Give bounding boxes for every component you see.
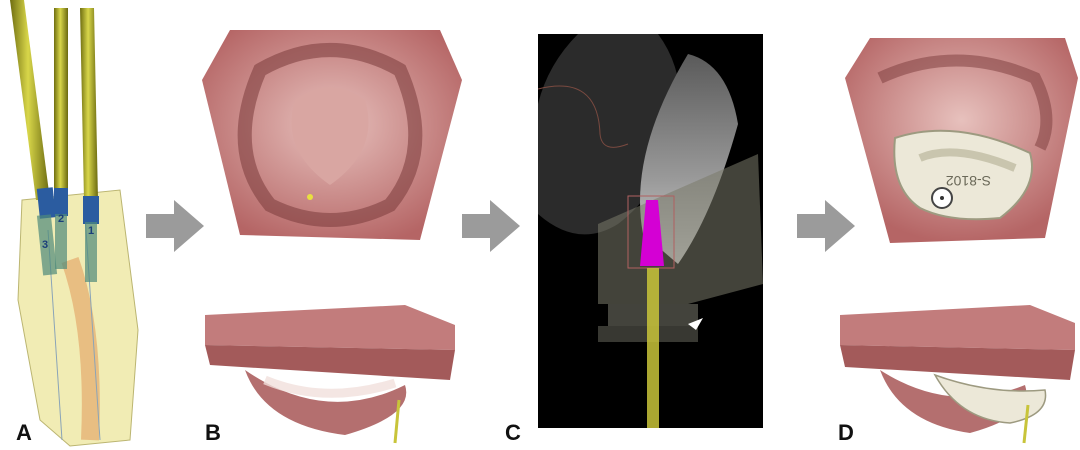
arrow-right-icon <box>146 200 204 257</box>
arrow-right-icon <box>462 200 520 257</box>
panel-b-cast-side <box>205 305 460 445</box>
panel-b-cast-occlusal <box>200 30 465 245</box>
guide-engraving-label: S-8102 <box>946 173 991 189</box>
panel-c-ct-section <box>538 34 763 428</box>
panel-label-b: B <box>205 420 221 446</box>
implant-number-1: 1 <box>88 225 94 237</box>
panel-label-d: D <box>838 420 854 446</box>
panel-label-a: A <box>16 420 32 446</box>
panel-d-guide-occlusal: S-8102 <box>840 38 1080 243</box>
implant-number-2: 2 <box>58 213 64 225</box>
implant-number-3: 3 <box>42 239 48 251</box>
drill-sleeve-2 <box>54 8 68 269</box>
panel-d-guide-side <box>840 305 1080 445</box>
panel-a-bone-model: 1 2 3 <box>0 0 140 450</box>
panel-label-c: C <box>505 420 521 446</box>
